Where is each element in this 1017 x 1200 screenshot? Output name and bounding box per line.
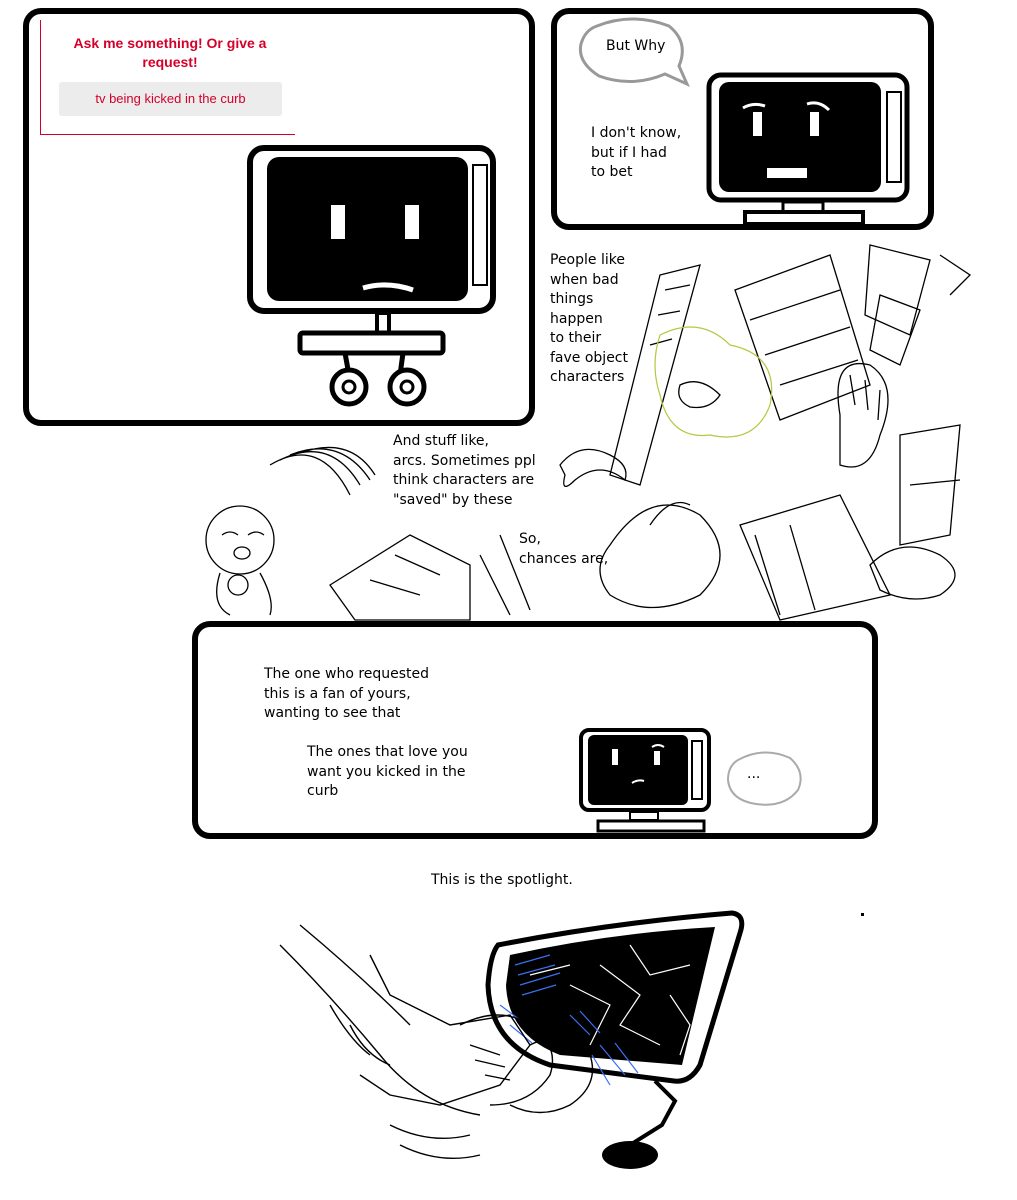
request-text: tv being kicked in the curb <box>59 82 282 116</box>
narration-people-like: People like when bad things happen to th… <box>550 252 628 385</box>
narration-chances: So, chances are, <box>519 531 609 567</box>
spotlight-caption: This is the spotlight. <box>431 872 573 888</box>
thought-bubble-icon <box>726 751 802 806</box>
fan-text: The one who requested this is a fan of y… <box>264 666 430 721</box>
ask-widget-border <box>40 20 41 135</box>
object-characters-sketch <box>205 244 972 621</box>
love-text: The ones that love you want you kicked i… <box>307 744 468 799</box>
tv-character-icon <box>579 728 711 833</box>
narration-arcs: And stuff like, arcs. Sometimes ppl thin… <box>393 433 536 508</box>
speech-bubble-icon <box>578 17 690 87</box>
tv-character-icon <box>706 72 910 226</box>
kicked-tv-illustration <box>279 910 745 1169</box>
dot-mark <box>861 913 864 916</box>
ask-title: Ask me something! Or give a request! <box>73 35 267 70</box>
comic-panel-fan <box>192 621 878 839</box>
tv-character-icon <box>247 145 496 407</box>
ellipsis-text: ... <box>747 766 761 782</box>
ask-widget-bottom-border <box>40 134 295 135</box>
bubble-text: But Why <box>606 38 666 54</box>
reply-text: I don't know, but if I had to bet <box>591 125 682 180</box>
